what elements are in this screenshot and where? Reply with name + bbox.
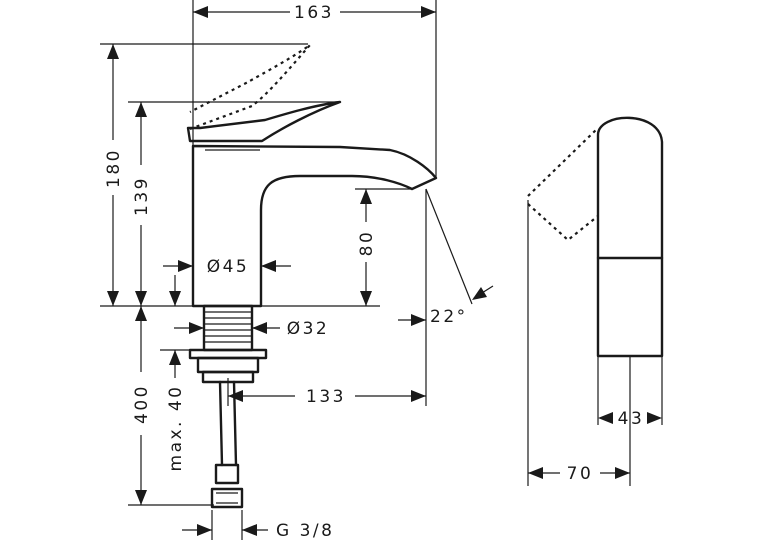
dim-label-spray-angle: 22° xyxy=(430,307,468,327)
dim-label-overall-length: 163 xyxy=(294,3,334,23)
hose-left xyxy=(218,380,224,467)
dimension-max-deck-thickness: max. 40 xyxy=(160,275,190,471)
dim-label-spout-reach: 133 xyxy=(306,387,346,407)
dim-label-spout-outlet-height: 80 xyxy=(357,230,377,257)
dim-label-total-height: 180 xyxy=(104,148,124,188)
dimension-spout-top-height: 139 xyxy=(132,102,152,306)
dimension-hose-length: 400 xyxy=(132,306,152,505)
dim-label-connection-thread: G 3/8 xyxy=(276,521,334,541)
dimension-connection-thread: G 3/8 xyxy=(182,510,334,541)
dimension-side-depth: 70 xyxy=(528,464,630,484)
side-body-outline xyxy=(596,116,664,358)
mounting-bracket xyxy=(196,356,260,374)
dim-label-hose-length: 400 xyxy=(132,384,152,424)
hose-connector xyxy=(210,487,244,509)
dimension-body-diameter: Ø45 xyxy=(163,257,291,277)
dimension-spray-angle: 22° xyxy=(398,285,494,327)
dimension-spout-outlet-height: 80 xyxy=(357,189,377,306)
lever-handle-open-position xyxy=(189,44,311,131)
side-handle-open-position xyxy=(527,127,599,242)
dimension-total-height: 180 xyxy=(104,44,124,306)
dimension-handle-width: 43 xyxy=(598,409,662,429)
dim-label-side-depth: 70 xyxy=(567,464,594,484)
faucet-body-outline xyxy=(191,144,438,308)
dim-label-shank-diameter: Ø32 xyxy=(287,319,330,339)
dimension-spout-reach: 133 xyxy=(227,378,426,407)
dimension-overall-length: 163 xyxy=(193,3,436,23)
extension-lines xyxy=(100,0,663,506)
dim-label-spout-top-height: 139 xyxy=(132,176,152,216)
dim-label-max-deck-thickness: max. 40 xyxy=(166,385,186,472)
dim-label-body-diameter: Ø45 xyxy=(207,257,250,277)
hose-ferrule xyxy=(214,463,240,485)
under-deck-assembly xyxy=(188,304,268,509)
dim-label-handle-width: 43 xyxy=(618,409,645,429)
faucet-side-view xyxy=(527,116,664,358)
connector-knurl xyxy=(216,492,238,504)
shank-thread-lines xyxy=(204,311,252,343)
dimension-shank-diameter: Ø32 xyxy=(174,319,330,339)
